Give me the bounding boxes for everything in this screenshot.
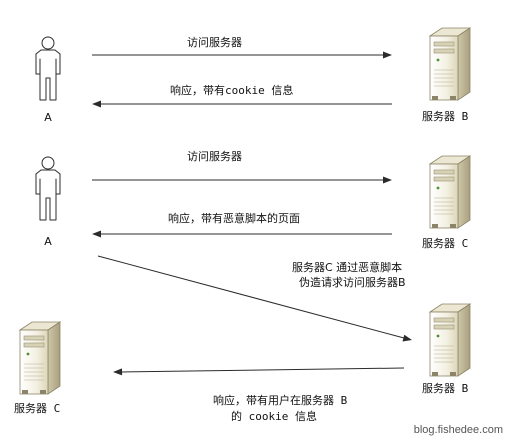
arrowhead-icon	[383, 176, 392, 184]
server-c-icon	[429, 155, 471, 229]
server-b-icon	[429, 303, 471, 377]
response-label: 响应，带有cookie 信息	[170, 84, 294, 97]
arrowhead-icon	[92, 100, 101, 108]
user-a-label: A	[44, 235, 52, 248]
arrowhead-icon	[383, 51, 392, 59]
response-label-line2: 的 cookie 信息	[231, 410, 317, 423]
forged-request-label-line2: 伪造请求访问服务器B	[299, 276, 406, 289]
server-c-label: 服务器 C	[14, 402, 61, 415]
arrowhead-icon	[402, 334, 412, 342]
server-c-label: 服务器 C	[422, 237, 469, 250]
server-b-label: 服务器 B	[422, 110, 469, 123]
user-a-icon	[35, 36, 61, 101]
arrowhead-icon	[113, 368, 123, 376]
forged-request-arrow	[97, 255, 405, 339]
server-c-icon	[19, 321, 61, 395]
server-b-icon	[429, 27, 471, 101]
request-label: 访问服务器	[187, 36, 242, 49]
server-b-label: 服务器 B	[422, 382, 469, 395]
watermark: blog.fishedee.com	[413, 424, 503, 436]
request-label: 访问服务器	[187, 150, 242, 163]
user-a-label: A	[44, 111, 52, 124]
forged-request-label-line1: 服务器C 通过恶意脚本	[292, 261, 403, 274]
response-arrow-3	[121, 367, 405, 373]
response-label: 响应，带有恶意脚本的页面	[168, 212, 300, 225]
response-label-line1: 响应，带有用户在服务器 B	[213, 394, 348, 407]
user-a-icon	[35, 156, 61, 221]
arrowhead-icon	[92, 230, 101, 238]
